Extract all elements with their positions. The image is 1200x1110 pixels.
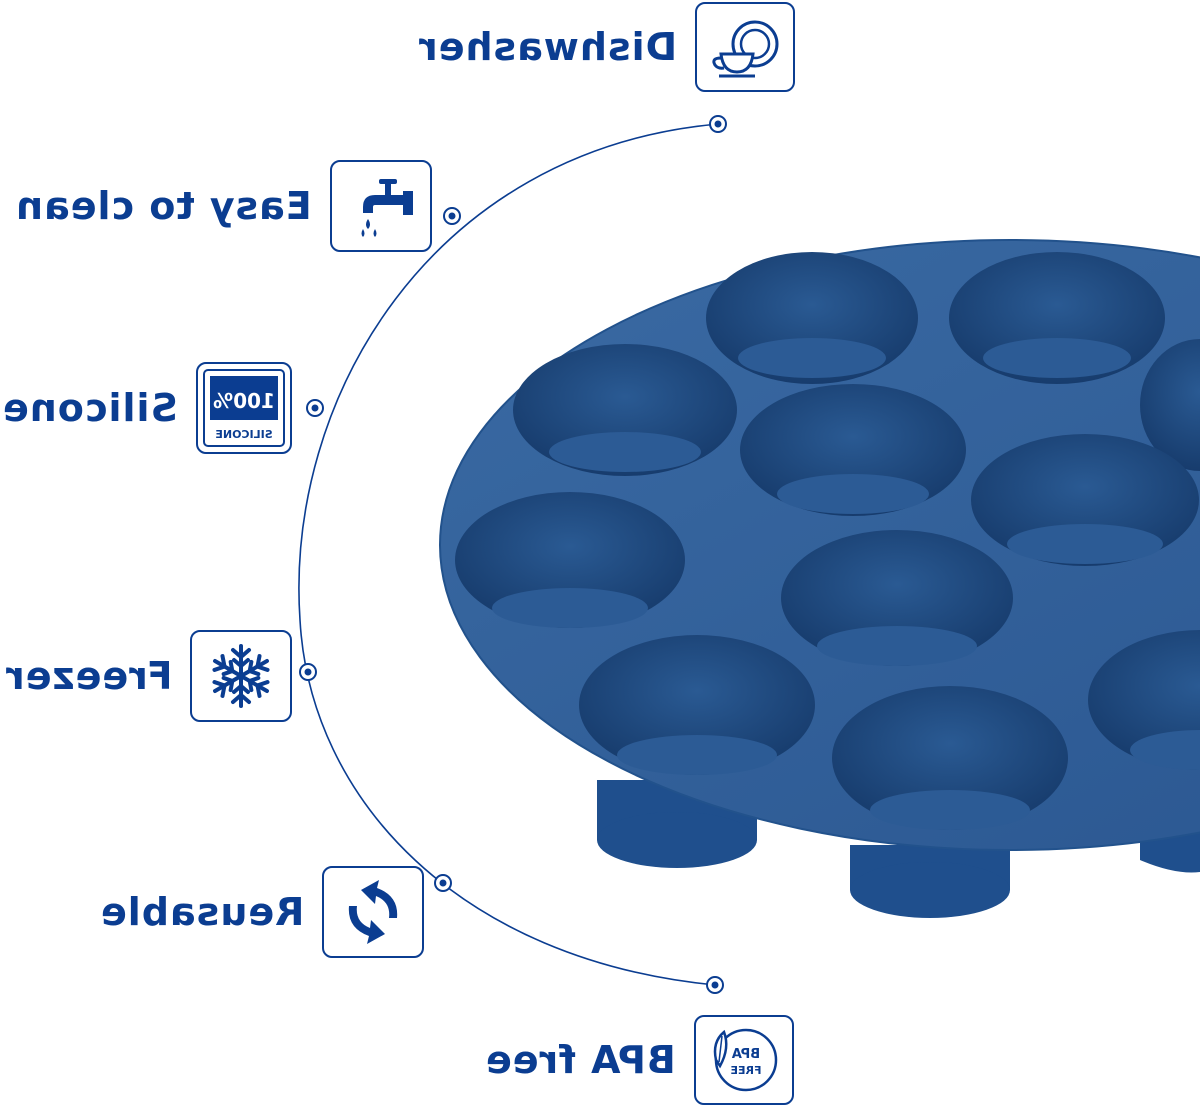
feature-easy-to-clean: Easy to clean (15, 160, 432, 252)
feature-label: Reusable (100, 890, 305, 934)
tray-cups (455, 252, 1200, 830)
faucet-icon (329, 160, 432, 252)
feature-bpa-free: BPA free BPA FREE (485, 1015, 794, 1105)
badge-top-text: 100% (213, 389, 275, 413)
feature-label: Freezer (5, 654, 173, 698)
connector-arc (298, 123, 719, 986)
feature-label: Silicone (2, 386, 178, 430)
silicone-badge-icon: 100% SILICONE (195, 362, 292, 454)
feature-reusable: Reusable (100, 866, 425, 958)
connector-dots (299, 115, 727, 994)
badge-bottom-text: SILICONE (215, 428, 272, 441)
recycle-arrows-icon (322, 866, 425, 958)
snowflake-icon (190, 630, 293, 722)
feature-label: Easy to clean (15, 184, 312, 228)
badge-bottom-text: FREE (730, 1064, 761, 1077)
bpa-free-leaf-icon: BPA FREE (693, 1015, 794, 1105)
dishwasher-icon (695, 2, 796, 92)
badge-top-text: BPA (732, 1047, 760, 1062)
feature-freezer: Freezer (5, 630, 293, 722)
feature-label: BPA free (485, 1038, 676, 1082)
feature-label: Dishwasher (418, 25, 678, 69)
feature-dishwasher: Dishwasher (418, 2, 796, 92)
feature-silicone: Silicone 100% SILICONE (2, 362, 292, 454)
